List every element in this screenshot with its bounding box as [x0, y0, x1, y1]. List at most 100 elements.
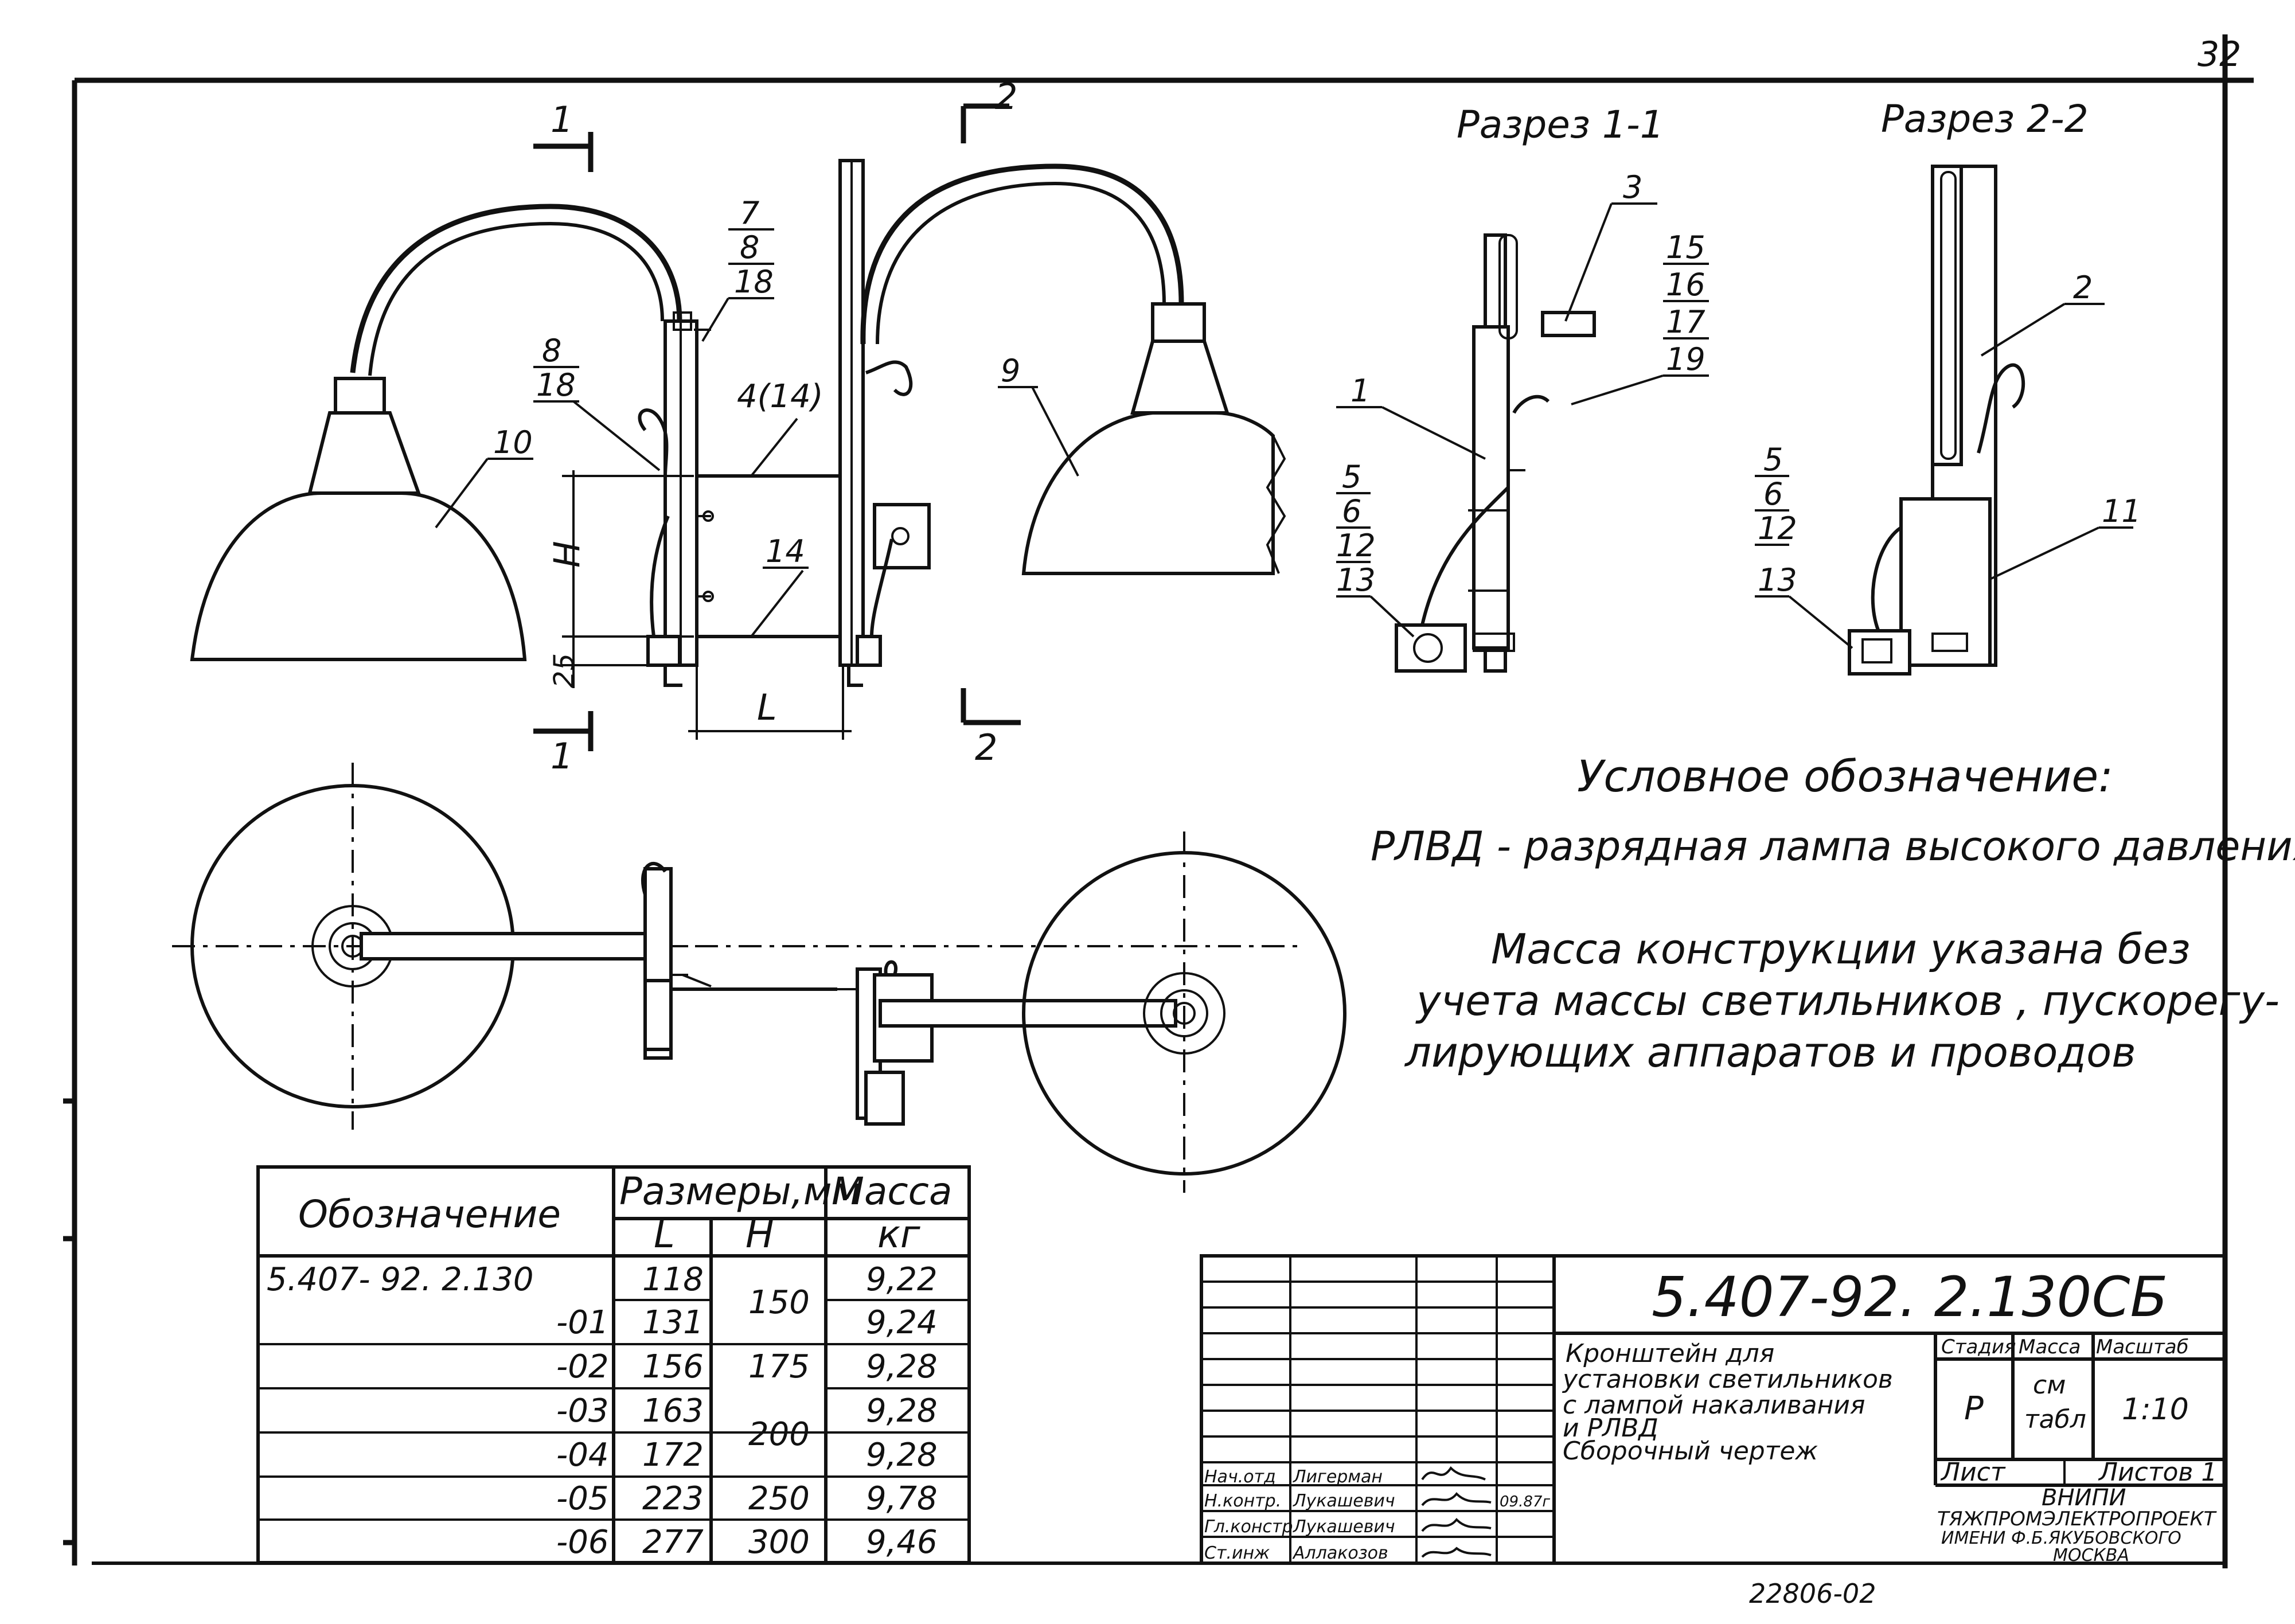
sheets-label: Листов 1	[2098, 1458, 2217, 1487]
callout-18-left: 18	[536, 367, 576, 403]
callout-15: 15	[1666, 229, 1705, 266]
row-designation: -01	[556, 1304, 608, 1341]
callout-2: 2	[2073, 270, 2093, 306]
front-view-left-luminaire	[190, 204, 682, 661]
callout-7: 7	[740, 195, 759, 231]
row-mass: 9,24	[866, 1304, 938, 1341]
drawing-name-2: установки светильников	[1562, 1365, 1893, 1394]
role-2: Гл.констр	[1204, 1517, 1293, 1537]
org-line-3: ИМЕНИ Ф.Б.ЯКУБОВСКОГО	[1941, 1528, 2181, 1548]
table-header-kg: кг	[877, 1212, 920, 1256]
org-line-2: ТЯЖПРОМЭЛЕКТРОПРОЕКТ	[1937, 1508, 2217, 1531]
row-designation: -06	[556, 1524, 608, 1561]
table-H-200: 200	[748, 1416, 810, 1453]
drawing-name-1: Кронштейн для	[1566, 1339, 1774, 1368]
callout-9: 9	[1001, 353, 1020, 389]
row-L: 277	[642, 1524, 704, 1561]
table-header-L: L	[654, 1212, 675, 1256]
callout-stack-7-8-18	[701, 228, 774, 342]
plan-view	[172, 763, 1346, 1193]
section-1-1-drawing	[1395, 233, 1596, 673]
row-mass: 9,28	[866, 1348, 938, 1385]
callout-6-s11: 6	[1342, 493, 1361, 529]
drawing-code: 5.407-92. 2.130СБ	[1652, 1265, 2168, 1329]
row-mass: 9,46	[866, 1524, 938, 1561]
drawing-name-5: Сборочный чертеж	[1563, 1436, 1818, 1466]
table-row: -03 163 9,28	[556, 1392, 938, 1430]
stage-value: Р	[1964, 1390, 1984, 1427]
mass-value-1: см	[2033, 1371, 2066, 1400]
dim-25: 25	[548, 653, 580, 688]
callout-10: 10	[493, 424, 533, 460]
table-row: -02 156 9,28	[556, 1348, 938, 1385]
drawing-name-3: с лампой накаливания	[1563, 1391, 1865, 1420]
table-row: -06 277 9,46	[556, 1524, 938, 1561]
table-H-300: 300	[748, 1524, 810, 1561]
callout-16: 16	[1666, 267, 1705, 303]
mass-value-2: табл	[2024, 1405, 2086, 1434]
bracket-plate-left	[638, 311, 711, 687]
table-row: -04 172 9,28	[556, 1436, 938, 1474]
front-view-right-luminaire	[1021, 302, 1286, 575]
channel-4-14	[697, 474, 843, 638]
dim-H: H	[546, 541, 588, 568]
legend-title: Условное обозначение:	[1577, 751, 2113, 802]
date: 09.87г	[1500, 1493, 1550, 1510]
row-mass: 9,28	[866, 1436, 938, 1474]
cut-label-1-bottom: 1	[551, 735, 573, 777]
name-0: Лигерман	[1293, 1467, 1383, 1487]
row-L: 223	[642, 1480, 704, 1517]
cut-markers	[533, 103, 1021, 751]
callout-3: 3	[1623, 169, 1642, 205]
table-H-175: 175	[748, 1348, 810, 1385]
table-H-250: 250	[748, 1480, 810, 1517]
callout-5-s11: 5	[1342, 459, 1361, 495]
cut-label-2-top: 2	[995, 76, 1017, 118]
title-block-grid	[1200, 1254, 2227, 1565]
page-number: 32	[2198, 34, 2241, 75]
table-header-mass: Масса	[832, 1169, 952, 1213]
section-2-2-callouts	[1755, 303, 2133, 649]
row-mass: 9,28	[866, 1392, 938, 1430]
name-2: Лукашевич	[1293, 1517, 1395, 1537]
archive-number: 22806-02	[1749, 1578, 1876, 1609]
row-designation: -05	[556, 1480, 608, 1517]
callout-19: 19	[1666, 341, 1705, 377]
cut-label-1-top: 1	[551, 99, 573, 140]
callout-11: 11	[2102, 493, 2141, 529]
callout-8-left: 8	[542, 333, 561, 369]
org-line-4: МОСКВА	[2053, 1545, 2129, 1566]
mass-header: Масса	[2019, 1336, 2081, 1358]
row-L: 156	[642, 1348, 704, 1385]
legend-text: РЛВД - разрядная лампа высокого давления	[1371, 823, 2295, 870]
row-designation: -04	[556, 1436, 608, 1474]
section-1-1-callouts	[1336, 202, 1709, 638]
callout-1: 1	[1351, 373, 1370, 409]
row-designation: -02	[556, 1348, 608, 1385]
row-L: 172	[642, 1436, 704, 1474]
stage-header: Стадия	[1941, 1336, 2016, 1358]
callout-5-s22: 5	[1763, 442, 1783, 478]
table-H-150: 150	[748, 1284, 810, 1321]
callout-12-s22: 12	[1758, 510, 1797, 546]
drawing-name-4: и РЛВД	[1563, 1414, 1658, 1443]
note-line-1: Масса конструкции указана без	[1491, 925, 2191, 973]
bracket-plate-right	[838, 159, 1184, 687]
table-header-H: H	[746, 1212, 774, 1256]
callout-stack-8-18-left	[533, 366, 661, 471]
role-3: Ст.инж	[1204, 1543, 1270, 1563]
sheet-label: Лист	[1940, 1458, 2006, 1487]
callout-14: 14	[766, 533, 805, 569]
callout-13-s22: 13	[1758, 562, 1797, 598]
callout-6-s22: 6	[1763, 476, 1783, 512]
section-2-2-title: Разрез 2-2	[1881, 97, 2089, 141]
row-designation: 5.407- 92. 2.130	[267, 1261, 534, 1298]
section-2-2-drawing	[1848, 165, 2025, 676]
table-row: 5.407- 92. 2.130 118 9,22	[267, 1261, 938, 1298]
scale-value: 1:10	[2122, 1392, 2189, 1427]
scale-header: Масштаб	[2096, 1336, 2189, 1358]
row-designation: -03	[556, 1392, 608, 1430]
row-mass: 9,22	[866, 1261, 938, 1298]
dim-4-14: 4(14)	[737, 378, 823, 415]
